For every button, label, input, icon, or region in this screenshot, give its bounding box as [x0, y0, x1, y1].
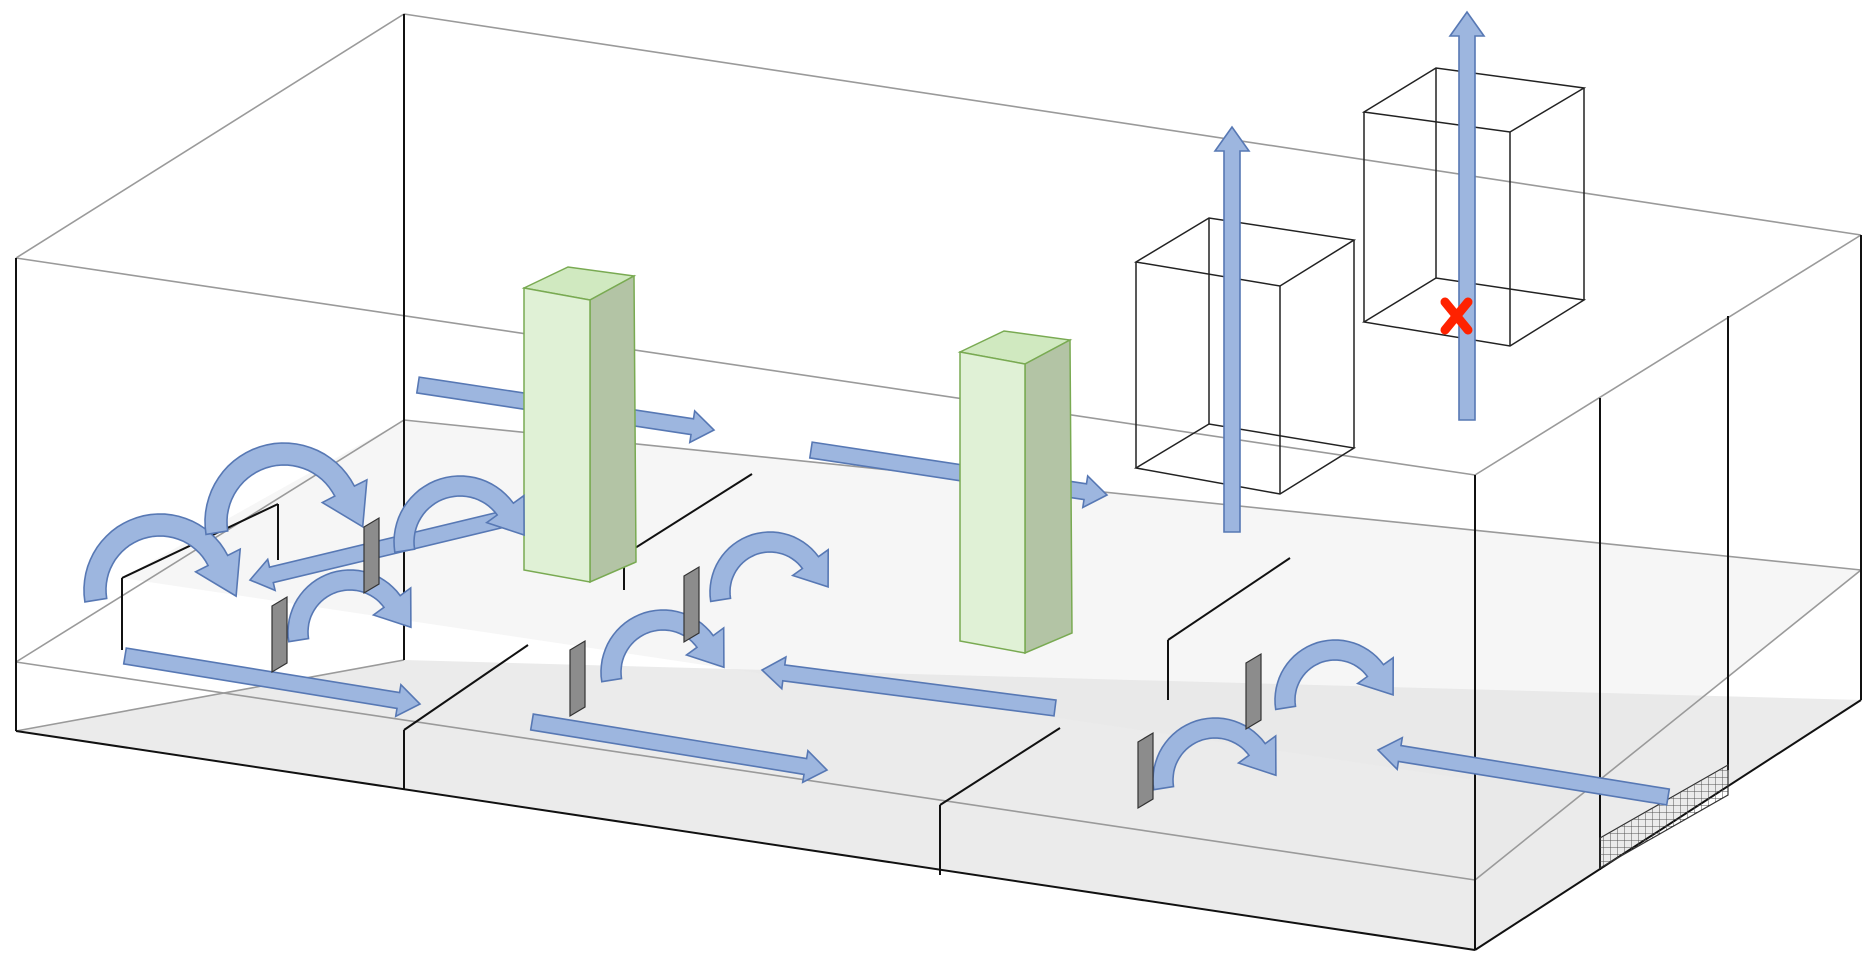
curved-flow-arrow	[204, 442, 368, 536]
flow-arrow	[1376, 736, 1671, 806]
curved-flow-arrow	[1274, 639, 1395, 711]
baffle-plate	[271, 595, 288, 674]
curved-flow-arrow	[1152, 717, 1277, 791]
flow-arrow	[760, 655, 1057, 717]
curved-flow-arrow	[287, 569, 412, 643]
exhaust-arrow	[1213, 125, 1251, 533]
mesh-grid-icon	[1599, 763, 1729, 870]
room-floor	[16, 660, 1861, 950]
baffle-plate	[363, 516, 380, 595]
room-box-dark-edges	[15, 14, 1862, 951]
baffle-plate	[1137, 731, 1154, 810]
baffle-plate	[569, 639, 586, 718]
curved-flow-arrow	[709, 531, 830, 603]
exhaust-arrow	[1448, 10, 1486, 421]
red-x-marker-icon	[1440, 297, 1473, 335]
pillar-left	[521, 266, 637, 584]
baffles	[271, 516, 1262, 810]
curved-flow-arrow	[393, 475, 525, 554]
flow-arrow	[529, 713, 829, 784]
baffle-plate	[683, 565, 700, 644]
baffle-plate	[1245, 652, 1262, 731]
pillar-right	[957, 330, 1073, 655]
vertical-arrows	[1213, 10, 1486, 533]
flow-arrow	[122, 647, 422, 718]
curved-flow-arrow	[83, 513, 242, 603]
